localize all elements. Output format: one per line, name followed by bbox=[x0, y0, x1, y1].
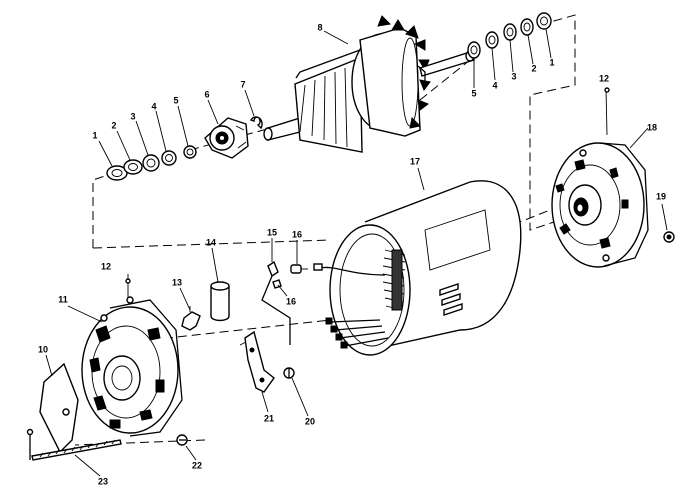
callout-6: 6 bbox=[204, 89, 209, 99]
rotor-fins bbox=[299, 67, 348, 148]
washer-3-left bbox=[142, 154, 160, 172]
washer-4-right bbox=[485, 31, 499, 49]
callout-16-bottom: 16 bbox=[286, 296, 296, 306]
callout-1-right: 1 bbox=[549, 57, 554, 67]
screw-part-20 bbox=[283, 367, 295, 379]
end-bell-left-part-11 bbox=[81, 296, 183, 437]
stator-housing-part-17 bbox=[313, 180, 522, 356]
rotor-assembly-part-8 bbox=[263, 15, 475, 153]
callout-4-left: 4 bbox=[151, 101, 156, 111]
washer-5-left bbox=[183, 145, 197, 159]
callout-12-markers bbox=[125, 87, 610, 284]
bearing-part-6 bbox=[204, 117, 249, 159]
cover-plate-part-10 bbox=[39, 362, 79, 454]
callout-2-right: 2 bbox=[531, 63, 536, 73]
callout-12-left: 12 bbox=[101, 261, 111, 271]
callout-22: 22 bbox=[192, 460, 202, 470]
callout-8: 8 bbox=[317, 22, 322, 32]
stator-vent-slots bbox=[439, 283, 463, 316]
washer-4-left bbox=[161, 150, 177, 166]
screw-part-22 bbox=[176, 434, 188, 446]
through-bolt-part-23 bbox=[26, 428, 122, 461]
end-bell-right-part-18 bbox=[551, 142, 649, 268]
callout-21: 21 bbox=[264, 413, 274, 423]
callout-leader-lines bbox=[45, 28, 668, 477]
callout-16-top: 16 bbox=[292, 229, 302, 239]
callout-14: 14 bbox=[206, 237, 216, 247]
washer-3-right bbox=[503, 23, 517, 41]
left-washer-stack bbox=[106, 145, 197, 181]
washer-1-right bbox=[536, 12, 552, 30]
washer-2-left bbox=[123, 159, 143, 175]
nut-part-19 bbox=[663, 231, 675, 243]
callout-1-left: 1 bbox=[92, 130, 97, 140]
terminal-part-15 bbox=[261, 260, 291, 345]
callout-5-right: 5 bbox=[471, 88, 476, 98]
callout-2-left: 2 bbox=[111, 120, 116, 130]
callout-20: 20 bbox=[305, 416, 315, 426]
sleeve-part-14 bbox=[210, 281, 230, 322]
washer-2-right bbox=[520, 18, 534, 36]
callout-18: 18 bbox=[647, 122, 657, 132]
callout-15: 15 bbox=[267, 227, 277, 237]
callout-17: 17 bbox=[410, 156, 420, 166]
connector-part-16-upper bbox=[290, 264, 308, 274]
callout-labels: 1 2 3 4 5 6 7 8 5 4 3 2 1 12 18 19 17 15… bbox=[38, 22, 666, 486]
snap-ring-part-7 bbox=[249, 116, 263, 130]
washer-5-right bbox=[467, 41, 481, 59]
right-washer-stack bbox=[467, 12, 552, 59]
lead-wires bbox=[313, 263, 389, 349]
bracket-part-21 bbox=[239, 330, 275, 393]
callout-3-right: 3 bbox=[511, 71, 516, 81]
stator-windings bbox=[382, 249, 406, 311]
callout-11: 11 bbox=[58, 294, 68, 304]
elbow-part-13 bbox=[181, 306, 201, 331]
callout-3-left: 3 bbox=[130, 111, 135, 121]
callout-19: 19 bbox=[656, 191, 666, 201]
callout-5-left: 5 bbox=[173, 95, 178, 105]
callout-7: 7 bbox=[240, 79, 245, 89]
callout-4-right: 4 bbox=[492, 80, 497, 90]
fan-blades bbox=[351, 15, 431, 137]
callout-10: 10 bbox=[38, 344, 48, 354]
callout-13: 13 bbox=[172, 277, 182, 287]
callout-12-right: 12 bbox=[599, 73, 609, 83]
callout-23: 23 bbox=[98, 476, 108, 486]
